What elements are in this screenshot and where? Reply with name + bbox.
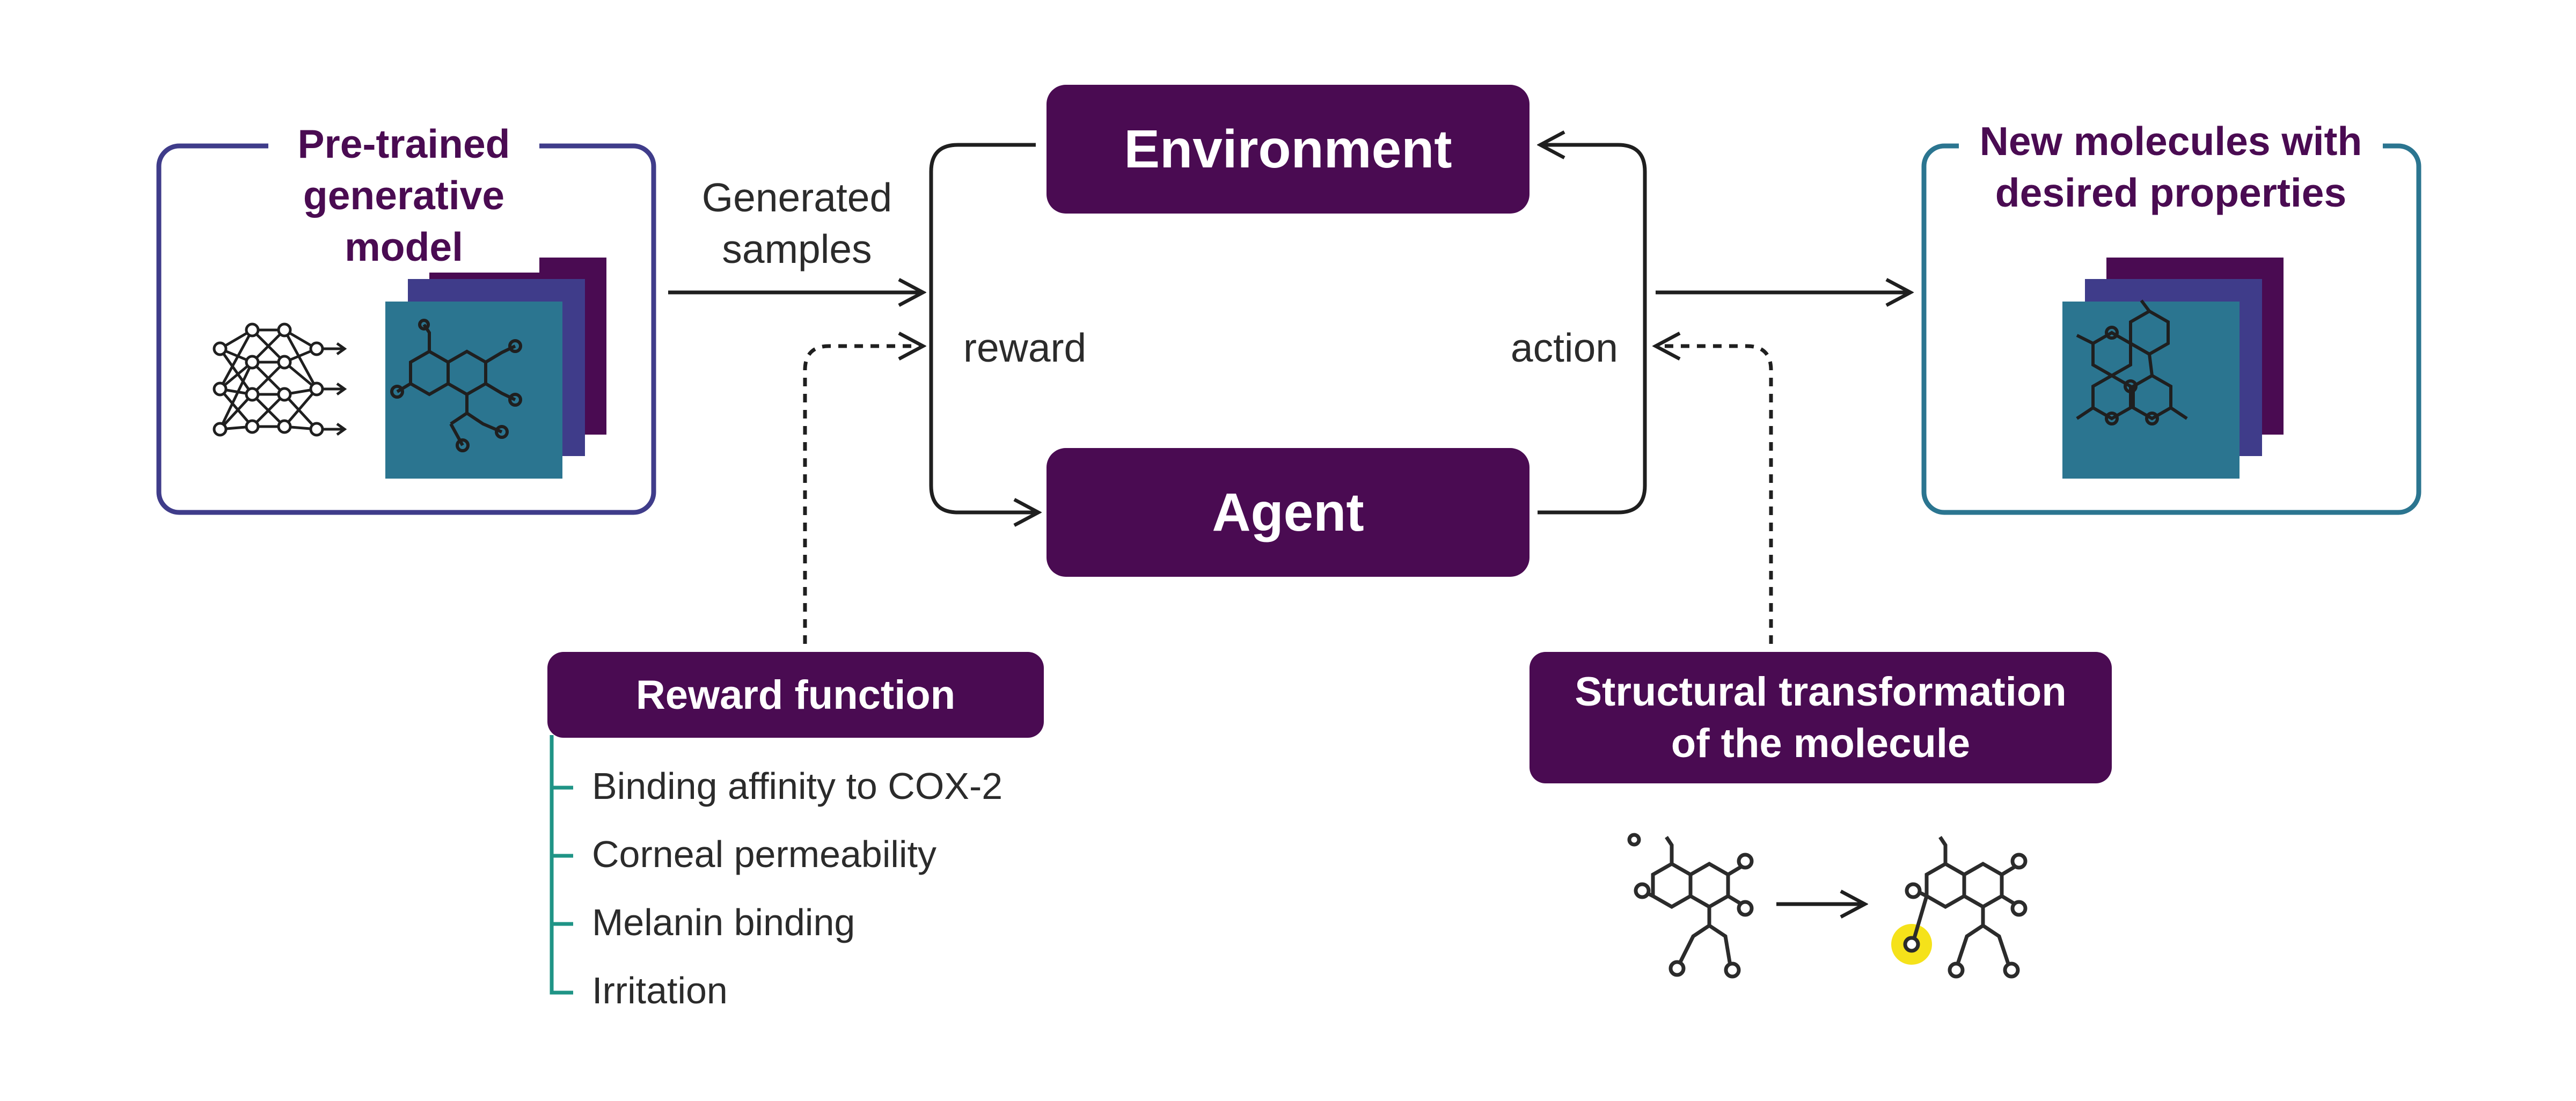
reward-item: Corneal permeability [592, 833, 936, 875]
reward-loop-line [929, 143, 1038, 512]
pretrained-title-line2: generative model [303, 173, 505, 269]
environment-box: Environment [1046, 85, 1529, 214]
reward-item: Melanin binding [592, 901, 855, 943]
molecule-after-icon [1891, 836, 2028, 979]
new-molecule-icon [2076, 299, 2188, 425]
generated-samples-line1: Generated [701, 175, 892, 220]
reward-function-dashed-arrow [803, 346, 923, 644]
new-molecules-title: New molecules with desired properties [1959, 115, 2383, 218]
neural-network-icon [213, 322, 347, 437]
environment-label: Environment [1124, 119, 1452, 179]
transformation-dashed-arrow [1656, 346, 1773, 644]
molecule-before-icon [1627, 833, 1754, 979]
agent-label: Agent [1212, 482, 1364, 542]
reward-function-title: Reward function [635, 672, 956, 718]
transformation-title-line2: of the molecule [1671, 720, 1971, 766]
agent-box: Agent [1046, 448, 1529, 577]
reward-item: Irritation [592, 970, 728, 1011]
reward-function-box: Reward function [547, 652, 1044, 738]
generated-samples-label: Generated samples [668, 172, 926, 275]
action-loop-line [1538, 145, 1647, 515]
reward-item: Binding affinity to COX-2 [592, 765, 1003, 807]
transformation-title-line1: Structural transformation [1575, 669, 2067, 715]
pretrained-title: Pre-trained generative model [268, 118, 539, 273]
reward-label: reward [963, 325, 1087, 370]
new-molecules-title-line2: desired properties [1995, 170, 2347, 215]
new-molecules-card-stack [2062, 258, 2284, 479]
transformation-box: Structural transformation of the molecul… [1529, 652, 2112, 783]
action-label: action [1510, 325, 1618, 370]
generated-samples-line2: samples [722, 226, 872, 271]
new-molecules-title-line1: New molecules with [1979, 119, 2362, 164]
reward-list-bracket [550, 735, 573, 995]
pretrained-title-line1: Pre-trained [297, 121, 510, 166]
molecule-icon [390, 319, 522, 452]
pretrained-card-stack [385, 258, 606, 479]
